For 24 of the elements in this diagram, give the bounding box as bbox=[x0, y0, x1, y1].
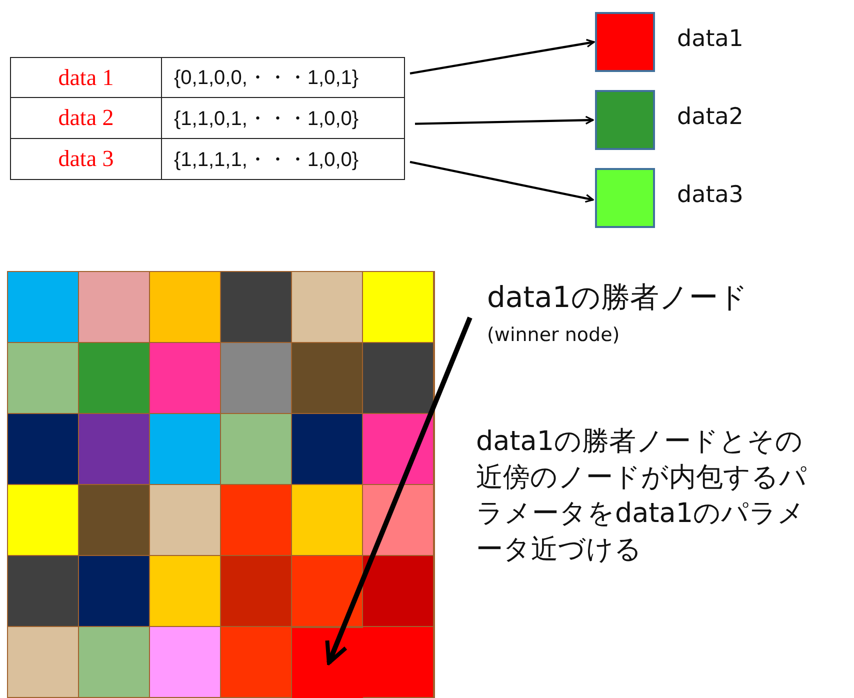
data-name-cell-text: data 1 bbox=[57, 64, 115, 92]
description-text: data1の勝者ノードとその近傍のノードが内包するパラメータをdata1のパラメータ近づける bbox=[476, 425, 808, 567]
node-grid bbox=[7, 271, 435, 698]
data-name-cell-text: data 3 bbox=[57, 145, 115, 173]
color-square bbox=[595, 12, 655, 72]
winner-grid-cell bbox=[292, 628, 363, 698]
table-row bbox=[10, 98, 405, 139]
vector-value: {1,1,1,1,・・・1,0,0} bbox=[161, 139, 403, 179]
arrow bbox=[410, 38, 595, 74]
output-label: data3 bbox=[677, 182, 744, 208]
color-square bbox=[595, 90, 655, 150]
output-label: data2 bbox=[677, 104, 744, 130]
winner-node-subtitle: (winner node) bbox=[487, 324, 620, 346]
vector-value: {1,1,0,1,・・・1,0,0} bbox=[161, 98, 403, 138]
color-square bbox=[595, 168, 655, 228]
data-name-cell-text: data 2 bbox=[57, 104, 115, 132]
pointer-arrow bbox=[325, 316, 472, 665]
vector-value: {0,1,0,0,・・・1,0,1} bbox=[161, 58, 403, 97]
arrow bbox=[410, 160, 594, 203]
winner-node-title: data1の勝者ノード bbox=[487, 279, 748, 316]
table-row bbox=[10, 139, 405, 180]
table-row bbox=[10, 57, 405, 98]
arrow bbox=[414, 116, 594, 125]
output-label: data1 bbox=[677, 26, 744, 52]
